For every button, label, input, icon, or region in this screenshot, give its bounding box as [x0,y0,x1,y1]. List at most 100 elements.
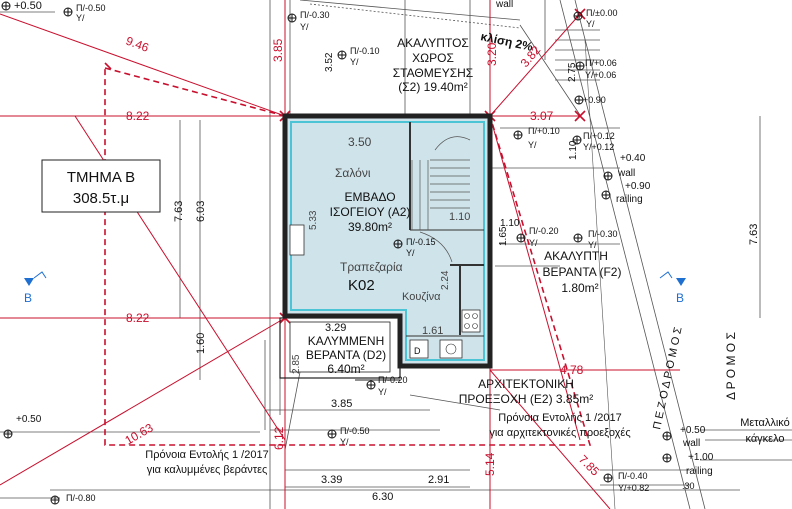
dim-822-bottom: 8.22 [126,311,150,325]
level-pi000: Π/±0.00 [586,8,617,18]
site-boundary [104,67,592,446]
note-arch-1: Πρόνοια Εντολής 1 /2017 [498,412,621,424]
road-side-label: Δ Ρ Ο Μ Ο Σ [724,332,738,400]
level-y-4: Υ/ [350,57,359,67]
ground-area-title-1: ΕΜΒΑΔΟ [344,190,395,204]
level-050-top-left: +0.50 [14,0,42,12]
wall-label-right: wall [617,168,635,179]
covered-veranda [279,317,401,381]
wall-label-top: wall [495,0,513,10]
level-y-3: Υ/ [586,19,595,29]
level-100: +1.00 [688,452,714,463]
dim-533: 5.33 [308,210,319,230]
level-y-9: Υ/ [378,387,387,397]
railing-label-right: railing [616,194,643,205]
covered-veranda-area: 6.40m² [327,362,364,376]
covered-veranda-label-2: ΒΕΡΑΝΤΑ (D2) [306,348,386,362]
level-pip006: Π/+0.06 [585,58,617,68]
dim-339: 3.39 [321,474,342,486]
stair-lines-top [555,29,600,81]
level-pi030-right: Π/-0.30 [588,229,618,239]
dim-329: 3.29 [325,322,346,334]
level-y-6: Υ/ [529,238,538,248]
section-marker-left-label: B [24,291,32,305]
dim-478: 4.78 [560,363,584,377]
level-pi020b: Π/-0.20 [378,375,408,385]
level-050-right: +0.50 [680,425,706,436]
level-pi030-top: Π/-0.30 [300,10,330,20]
parking-label-1: ΑΚΑΛΥΠΤΟΣ [397,36,469,50]
level-pi020: Π/-0.20 [529,226,559,236]
dim-385b: 3.85 [331,398,352,410]
section-area: 308.5τ.μ [73,190,129,207]
arch-projection-2: ΠΡΟΕΞΟΧΗ (Ε2) 3.85m² [459,392,594,406]
ground-area-value: 39.80m² [348,220,392,234]
level-pi050-bottom: Π/-0.50 [340,426,370,436]
dim-763-left: 7.63 [173,201,185,222]
level-y-1: Υ/ [76,13,85,23]
level-050-bottom-left: +0.50 [16,414,42,425]
level-yp082: Υ/+0.82 [618,483,649,493]
dim-161: 1.61 [422,325,443,337]
level-y-5: Υ/ [528,140,537,150]
note-covered-1: Πρόνοια Εντολής 1 /2017 [145,449,268,461]
railing-label-bottom: railing [686,466,713,477]
washer-label: D [414,346,421,356]
level-090-a: +0.90 [583,95,606,105]
level-pip010: Π/+0.10 [528,126,560,136]
note-arch-2: για αρχιτεκτονικές προεξοχές [489,427,630,439]
open-veranda-area: 1.80m² [561,281,598,295]
dim-307: 3.07 [530,109,554,123]
dim-110b: 1.10 [500,218,520,229]
parking-label-2: ΧΩΡΟΣ [412,51,454,65]
level-y-2: Υ/ [300,22,309,32]
dim-224: 2.24 [440,270,451,290]
level-y-8: Υ/ [406,248,415,258]
dim-285: 2.85 [291,354,302,374]
section-area-box: ΤΜΗΜΑ Β 308.5τ.μ [41,159,161,213]
room-label-kitchen: Κουζίνα [402,291,441,303]
room-label-dining: Τραπεζαρία [340,260,403,274]
dim-275: 2.75 [567,62,578,82]
building-code: Κ02 [348,277,375,294]
dim-946: 9.46 [124,34,151,55]
metal-fence-2: κάγκελο [745,433,784,445]
level-30: .30 [682,481,695,491]
dim-350: 3.50 [348,135,372,149]
dim-320: 3.20 [485,42,499,66]
dim-630: 6.30 [372,491,393,503]
section-marker-right-label: B [676,291,684,305]
level-090-b: +0.90 [625,181,651,192]
dim-110a: 1.10 [568,140,579,160]
dim-165: 1.65 [498,226,509,246]
wall-label-bottom: wall [682,438,700,449]
level-y-7: Υ/ [588,240,597,250]
dim-291: 2.91 [428,474,449,486]
level-040: +0.40 [620,153,646,164]
dim-1063: 10.63 [123,420,156,447]
dim-763-right: 7.63 [748,224,760,245]
level-yp012: Υ/+0.12 [583,142,614,152]
level-labels: +0.50 Π/-0.50 Υ/ Π/-0.30 Υ/ wall Π/±0.00… [14,0,714,503]
section-marker-right: B [659,271,686,305]
ground-area-title-2: ΙΣΟΓΕΙΟΥ (Α2) [330,205,411,219]
dim-822-top: 8.22 [126,109,150,123]
dim-160: 1.60 [195,333,207,354]
note-covered-2: για καλυμμένες βεράντες [147,464,268,476]
dim-352: 3.52 [324,52,335,72]
level-pip012: Π/+0.12 [583,131,615,141]
arch-projection-1: ΑΡΧΙΤΕΚΤΟΝΙΚΗ [478,377,574,391]
section-label: ΤΜΗΜΑ Β [67,169,135,186]
building-k02 [282,113,493,369]
dim-110-inner: 1.10 [449,211,470,223]
level-pi015: Π/-0.15 [406,237,436,247]
open-veranda-label-1: ΑΚΑΛΥΠΤΗ [544,249,608,263]
metal-fence-1: Μεταλλικό [740,417,790,429]
dimension-labels-dark: 3.52 2.75 1.10 7.63 6.03 1.60 7.63 1.65 … [173,52,760,503]
dim-612: 6.12 [272,426,286,450]
level-pi040: Π/-0.40 [618,471,648,481]
covered-veranda-label-1: ΚΑΛΥΜΜΕΝΗ [308,334,384,348]
dim-603: 6.03 [195,201,207,222]
